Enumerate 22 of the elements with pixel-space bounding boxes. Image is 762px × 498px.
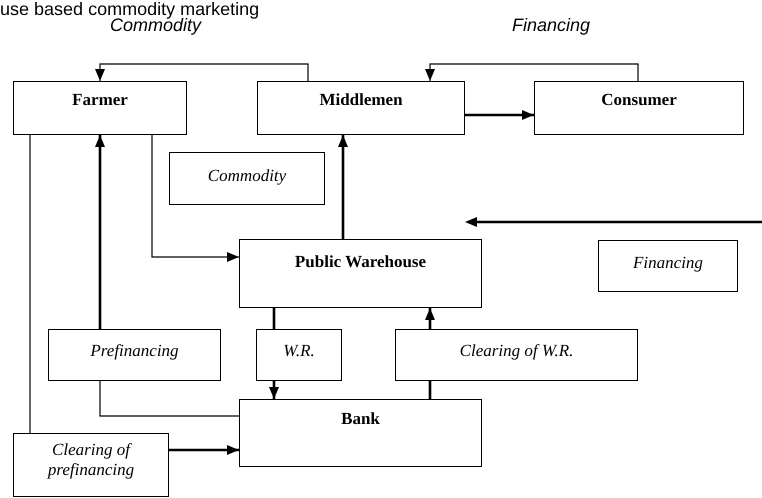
flow-label-box: Prefinancing xyxy=(48,329,221,381)
connector-arrow xyxy=(338,135,348,239)
connector-arrow xyxy=(425,63,639,81)
connector-arrow xyxy=(169,445,239,455)
connector-arrow xyxy=(269,381,279,399)
flow-label-box: Commodity xyxy=(169,152,325,205)
process-box: Consumer xyxy=(534,81,744,135)
connector-arrow xyxy=(95,135,105,329)
connector-arrow xyxy=(465,110,534,120)
process-box: Farmer xyxy=(13,81,187,135)
flow-label-box: Clearing of W.R. xyxy=(395,329,638,381)
flow-label-box: W.R. xyxy=(256,329,342,381)
flow-label-box: Clearing of prefinancing xyxy=(13,433,169,497)
connector-arrow xyxy=(95,63,309,81)
flow-label-box: Financing xyxy=(598,240,738,292)
connector-arrow xyxy=(151,135,239,262)
process-box: Middlemen xyxy=(257,81,465,135)
section-label: Financing xyxy=(512,16,590,36)
heading-text: use based commodity marketing xyxy=(0,0,260,19)
process-box: Public Warehouse xyxy=(239,239,482,308)
process-box: Bank xyxy=(239,399,482,467)
connector-arrow xyxy=(425,308,435,329)
